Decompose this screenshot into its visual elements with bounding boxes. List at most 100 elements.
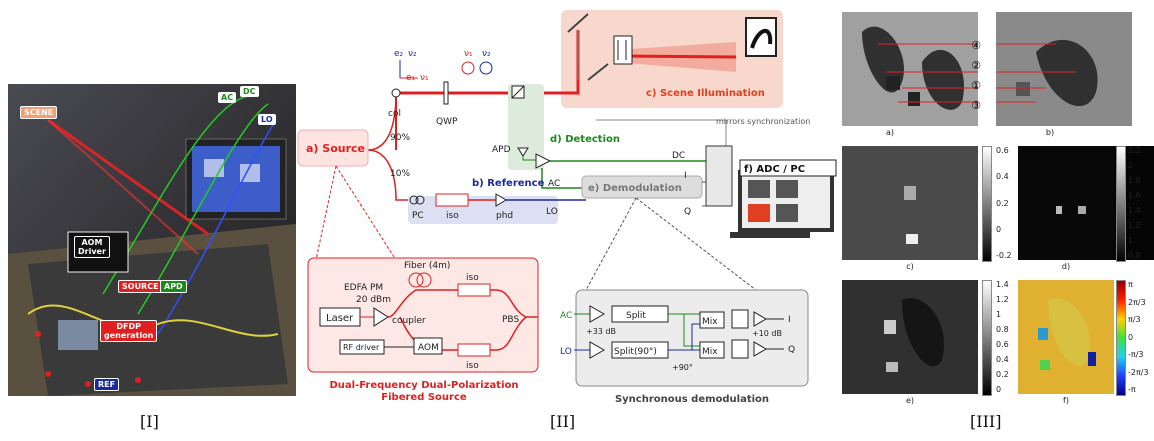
sync-ac-label: AC xyxy=(560,311,572,321)
amplifier-icon xyxy=(535,153,552,169)
fiber-label: Fiber (4m) xyxy=(404,261,450,271)
edfa-icon xyxy=(373,307,389,327)
apd-label: APD xyxy=(492,145,511,155)
iso-lower-icon xyxy=(457,343,491,357)
photo-dfdp-tag: DFDP generation xyxy=(100,320,158,342)
photo-aom-tag: AOM Driver xyxy=(74,236,110,258)
nu2-label: ν₂ xyxy=(408,49,417,59)
nu1-label: ν₁ xyxy=(420,73,429,83)
iso-upper-icon xyxy=(457,283,491,297)
caption-iii: [III] xyxy=(970,412,1002,431)
collimator-icon xyxy=(391,88,401,98)
phd-icon xyxy=(495,193,507,207)
gain33-label: +33 dB xyxy=(586,327,616,336)
rf-driver-label: RF driver xyxy=(343,343,380,352)
col-label: col xyxy=(388,109,401,119)
lo-label: LO xyxy=(546,207,558,217)
caption-ii: [II] xyxy=(550,412,576,431)
qwp-icon xyxy=(443,81,449,105)
e2-label: e₂ xyxy=(394,49,404,59)
region-markers: ④ ② ① ③ xyxy=(966,36,986,116)
i-label: I xyxy=(684,171,687,181)
filter-upper-icon xyxy=(731,309,749,329)
panel-f-image xyxy=(1018,280,1114,394)
source-title-line1: Dual-Frequency Dual-Polarization xyxy=(329,380,518,391)
marker-3: ③ xyxy=(971,99,981,112)
detection-box xyxy=(508,84,544,170)
phase90-label: +90° xyxy=(672,363,693,372)
iso-icon xyxy=(435,193,469,207)
gain10-label: +10 dB xyxy=(752,329,782,338)
panel-f-label: f) xyxy=(1063,396,1069,405)
aom-box xyxy=(413,337,443,355)
photo-apd-tag: APD xyxy=(160,280,187,293)
mix-lower-label: Mix xyxy=(702,347,718,357)
panel-c-label: c) xyxy=(906,262,914,271)
photo-dc-tag: DC xyxy=(240,86,259,97)
fiber-coil-icon xyxy=(408,272,424,288)
scene-label: c) Scene Illumination xyxy=(646,88,765,99)
photo-ref-tag: REF xyxy=(94,378,120,391)
panel-b-image xyxy=(996,12,1132,126)
split-label: Split xyxy=(626,311,646,321)
mirror-1-icon xyxy=(567,13,589,33)
panel-e-image xyxy=(842,280,978,394)
reference-label: b) Reference xyxy=(472,178,545,189)
split90-label: Split(90°) xyxy=(614,347,657,357)
panel-a-label: a) xyxy=(885,128,895,137)
scanner-icon xyxy=(613,35,633,65)
polarization-icon xyxy=(461,61,475,75)
pc-label: PC xyxy=(412,211,424,221)
coupler-label: coupler xyxy=(392,316,426,326)
sync-lo-label: LO xyxy=(560,347,572,357)
colorbar-d xyxy=(1116,146,1126,262)
keyboard-icon xyxy=(730,232,810,238)
setup-photo: SCENE AC DC LO AOM Driver SOURCE APD DFD… xyxy=(8,84,296,396)
ac-label: AC xyxy=(548,179,560,189)
mix-upper-label: Mix xyxy=(702,317,718,327)
qwp-label: QWP xyxy=(436,117,458,127)
panel-b-label: b) xyxy=(1045,128,1055,137)
photo-source-tag: SOURCE xyxy=(118,280,163,293)
source-box xyxy=(297,129,369,167)
q-label: Q xyxy=(684,207,691,217)
setup-schematic: c) Scene Illumination col QWP 90% 10% e₂… xyxy=(297,10,837,405)
marker-4: ④ xyxy=(971,39,981,52)
nu2b-label: ν₂ xyxy=(482,49,491,59)
colorbar-f xyxy=(1116,280,1126,396)
caption-i: [I] xyxy=(140,412,159,431)
adc-label: f) ADC / PC xyxy=(744,164,805,175)
photo-scene-tag: SCENE xyxy=(20,106,58,119)
source-title-line2: Fibered Source xyxy=(381,392,467,403)
main-beam xyxy=(396,30,580,95)
filter-lower-icon xyxy=(731,339,749,359)
demodulation-label: e) Demodulation xyxy=(588,183,682,194)
mirror-2-icon xyxy=(587,63,609,81)
iso-upper-label: iso xyxy=(466,273,479,283)
panel-a-image xyxy=(842,12,978,126)
mixer-lower-box xyxy=(699,341,725,359)
demodulation-box xyxy=(581,175,703,199)
edfa-label: EDFA PM xyxy=(344,283,383,293)
dc-label: DC xyxy=(672,151,685,161)
mirrors-label: mirrors synchronization xyxy=(716,117,810,126)
marker-2: ② xyxy=(971,59,981,72)
edfa-power-label: 20 dBm xyxy=(356,295,391,305)
panel-d-image xyxy=(1018,146,1154,260)
source-label: a) Source xyxy=(306,142,365,155)
nu1b-label: ν₁ xyxy=(464,49,473,59)
marker-1: ① xyxy=(971,79,981,92)
panel-e-label: e) xyxy=(905,396,915,405)
panel-d-label: d) xyxy=(1061,262,1071,271)
colorbar-c xyxy=(982,146,992,262)
sync-q-label: Q xyxy=(788,345,795,355)
panel-c-image xyxy=(842,146,978,260)
pct10-label: 10% xyxy=(390,169,410,179)
phd-label: phd xyxy=(496,211,513,221)
colorbar-e xyxy=(982,280,992,396)
pc-icon xyxy=(415,195,425,205)
photo-ac-tag: AC xyxy=(218,92,237,103)
detection-label: d) Detection xyxy=(550,134,620,145)
sync-i-label: I xyxy=(788,315,791,325)
